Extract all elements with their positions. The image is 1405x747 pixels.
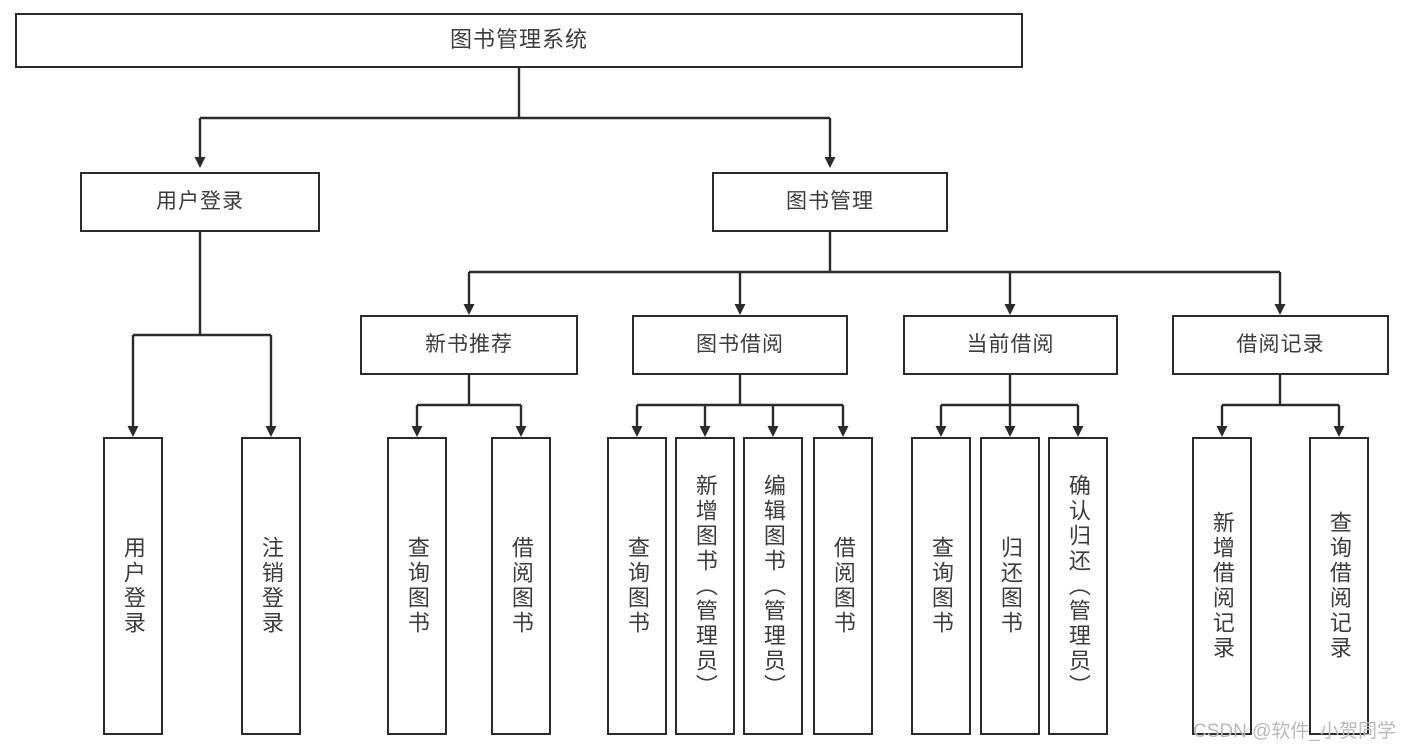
node-book-borrow[interactable]: 图书借阅 — [632, 315, 848, 375]
node-label: 借阅图书 — [508, 536, 534, 636]
leaf-add-book-admin[interactable]: 新增图书（管理员） — [675, 437, 735, 735]
node-label: 归还图书 — [997, 536, 1023, 636]
leaf-logout[interactable]: 注销登录 — [241, 437, 301, 735]
node-label: 图书管理系统 — [449, 27, 588, 53]
node-label: 借阅图书 — [830, 536, 856, 636]
leaf-user-login[interactable]: 用户登录 — [103, 437, 163, 735]
leaf-edit-book-admin[interactable]: 编辑图书（管理员） — [743, 437, 803, 735]
node-label: 编辑图书（管理员） — [760, 473, 786, 699]
node-label: 查询借阅记录 — [1326, 511, 1352, 661]
leaf-query-book-borrow[interactable]: 查询图书 — [607, 437, 667, 735]
leaf-borrow-book[interactable]: 借阅图书 — [813, 437, 873, 735]
node-label: 新增借阅记录 — [1209, 511, 1235, 661]
node-label: 新书推荐 — [425, 333, 513, 357]
node-label: 借阅记录 — [1236, 333, 1325, 357]
node-book-management[interactable]: 图书管理 — [712, 172, 948, 232]
leaf-borrow-book-new[interactable]: 借阅图书 — [491, 437, 551, 735]
node-label: 新增图书（管理员） — [692, 473, 718, 699]
node-label: 图书管理 — [786, 190, 874, 214]
leaf-add-borrow-record[interactable]: 新增借阅记录 — [1192, 437, 1252, 735]
leaf-query-book-current[interactable]: 查询图书 — [911, 437, 971, 735]
node-label: 查询图书 — [404, 536, 430, 636]
node-borrow-records[interactable]: 借阅记录 — [1172, 315, 1389, 375]
node-user-login[interactable]: 用户登录 — [80, 172, 320, 232]
leaf-confirm-return-admin[interactable]: 确认归还（管理员） — [1048, 437, 1108, 735]
node-root-system[interactable]: 图书管理系统 — [15, 13, 1023, 68]
node-label: 注销登录 — [258, 536, 284, 636]
node-label: 查询图书 — [624, 536, 650, 636]
node-label: 图书借阅 — [696, 333, 784, 357]
node-label: 用户登录 — [120, 536, 146, 636]
node-new-book-recommend[interactable]: 新书推荐 — [360, 315, 578, 375]
node-label: 查询图书 — [928, 536, 954, 636]
leaf-query-borrow-record[interactable]: 查询借阅记录 — [1309, 437, 1369, 735]
node-label: 用户登录 — [156, 190, 244, 214]
watermark-text: CSDN @软件_小贺同学 — [1193, 721, 1396, 742]
node-current-borrow[interactable]: 当前借阅 — [903, 315, 1118, 375]
leaf-return-book[interactable]: 归还图书 — [980, 437, 1040, 735]
node-label: 确认归还（管理员） — [1065, 473, 1091, 699]
leaf-query-book-new[interactable]: 查询图书 — [387, 437, 447, 735]
node-label: 当前借阅 — [966, 333, 1055, 357]
